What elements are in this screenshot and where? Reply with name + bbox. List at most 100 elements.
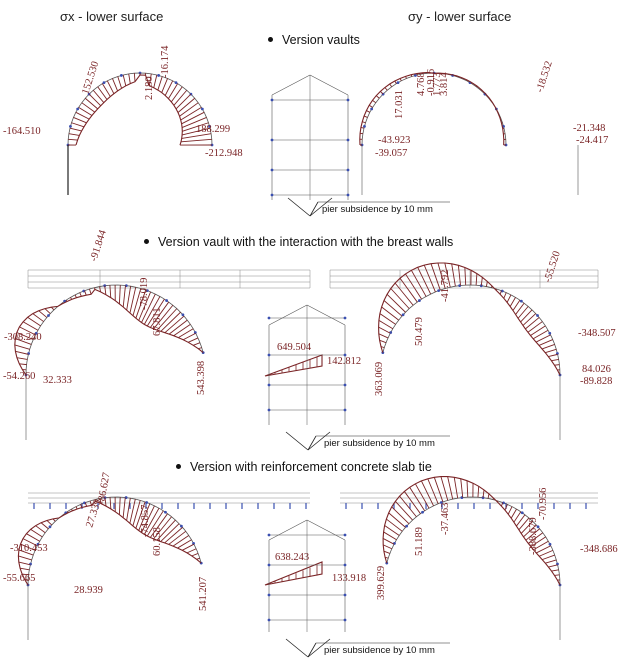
left-stress-hatch xyxy=(164,80,174,96)
stress-value-label: -348.686 xyxy=(580,544,618,555)
right-stress-hatch xyxy=(379,339,387,344)
left-stress-hatch xyxy=(177,539,192,549)
right-stress-hatch xyxy=(386,294,406,313)
right-stress-hatch xyxy=(520,309,533,323)
left-stress-hatch xyxy=(164,315,185,334)
left-stress-hatch xyxy=(148,73,152,86)
left-stress-hatch xyxy=(132,288,142,316)
node-marker xyxy=(519,299,523,303)
left-stress-hatch xyxy=(75,111,90,120)
node-marker xyxy=(343,533,347,537)
node-marker xyxy=(157,74,161,77)
stress-value-label: -70.956 xyxy=(538,488,549,520)
left-stress-hatch xyxy=(30,528,43,538)
stress-value-label: 1.773 xyxy=(432,72,443,96)
right-stress-hatch xyxy=(414,483,430,509)
left-stress-hatch xyxy=(160,523,180,542)
node-marker xyxy=(119,74,123,77)
left-stress-hatch xyxy=(15,350,29,355)
subsidence-arrow xyxy=(307,435,317,451)
left-stress-hatch xyxy=(186,548,197,554)
left-stress-hatch xyxy=(16,332,34,340)
left-stress-hatch xyxy=(14,344,30,350)
left-stress-hatch xyxy=(69,127,82,132)
right-stress-hatch xyxy=(444,262,451,288)
left-stress-hatch xyxy=(143,296,161,325)
left-stress-hatch xyxy=(141,293,156,323)
left-stress-hatch xyxy=(27,316,41,327)
node-marker xyxy=(536,314,539,317)
stress-value-label: 152.530 xyxy=(80,60,101,96)
stress-value-label: 541.207 xyxy=(198,577,209,611)
right-stress-hatch xyxy=(409,487,426,512)
stress-value-label: -212.948 xyxy=(205,148,243,159)
right-stress-hatch xyxy=(545,559,557,564)
structure-line xyxy=(268,519,308,541)
right-stress-hatch xyxy=(509,297,516,307)
stress-value-label: 84.026 xyxy=(582,364,611,375)
node-marker xyxy=(343,353,347,357)
right-stress-hatch xyxy=(554,574,560,576)
right-stress-hatch xyxy=(411,270,427,297)
left-stress-hatch xyxy=(122,497,126,518)
node-marker xyxy=(267,533,271,537)
left-stress-hatch xyxy=(97,86,108,100)
node-marker xyxy=(401,313,405,317)
right-stress-hatch xyxy=(487,493,490,499)
right-stress-hatch xyxy=(384,87,388,91)
right-stress-hatch xyxy=(533,329,549,340)
right-title: σy - lower surface xyxy=(408,9,512,24)
stress-value-label: -37.463 xyxy=(440,503,451,535)
right-stress-hatch xyxy=(375,95,380,99)
left-stress-hatch xyxy=(156,519,176,541)
left-stress-hatch xyxy=(149,513,168,538)
node-marker xyxy=(48,525,52,529)
pier-subsidence-label: pier subsidence by 10 mm xyxy=(322,204,433,215)
left-stress-hatch xyxy=(182,543,195,551)
stress-value-label: -21.348 xyxy=(573,123,605,134)
stress-value-label: -55.665 xyxy=(3,573,35,584)
right-stress-hatch xyxy=(383,300,403,317)
left-stress-hatch xyxy=(18,555,32,561)
left-stress-hatch xyxy=(118,285,121,304)
left-stress-hatch xyxy=(149,301,170,328)
left-stress-hatch xyxy=(99,498,102,504)
node-marker xyxy=(267,383,271,387)
stress-value-label: 32.333 xyxy=(43,375,72,386)
right-stress-hatch xyxy=(466,480,469,498)
right-stress-hatch xyxy=(516,514,526,527)
left-stress-hatch xyxy=(16,357,28,360)
node-marker xyxy=(270,193,274,197)
left-stress-hatch xyxy=(46,520,53,526)
stress-value-label: -78.019 xyxy=(139,278,150,310)
stress-envelope xyxy=(14,288,204,376)
right-stress-hatch xyxy=(548,353,558,357)
stress-value-label: -18.532 xyxy=(534,60,554,94)
pier-subsidence-label: pier subsidence by 10 mm xyxy=(324,438,435,449)
left-stress-hatch xyxy=(109,285,112,298)
node-marker xyxy=(363,124,366,128)
left-stress-hatch xyxy=(106,80,115,94)
right-stress-hatch xyxy=(527,321,543,333)
right-stress-hatch xyxy=(464,267,467,286)
subsidence-arrow xyxy=(307,642,317,658)
node-marker xyxy=(346,193,350,197)
left-stress-hatch xyxy=(153,304,174,330)
left-stress-hatch xyxy=(79,292,82,297)
stress-value-label: -54.260 xyxy=(3,371,35,382)
right-stress-hatch xyxy=(379,313,396,325)
node-marker xyxy=(76,107,80,111)
right-stress-hatch xyxy=(404,491,421,514)
right-stress-hatch xyxy=(368,104,373,108)
stress-value-label: 133.918 xyxy=(332,573,366,584)
left-stress-hatch xyxy=(141,505,155,533)
right-stress-hatch xyxy=(525,317,540,330)
structure-line xyxy=(309,74,349,96)
left-stress-hatch xyxy=(99,286,102,292)
right-stress-hatch xyxy=(515,302,525,315)
right-stress-hatch xyxy=(457,265,461,286)
left-stress-hatch xyxy=(135,289,147,319)
left-stress-hatch xyxy=(181,117,207,128)
left-stress-hatch xyxy=(193,342,201,346)
